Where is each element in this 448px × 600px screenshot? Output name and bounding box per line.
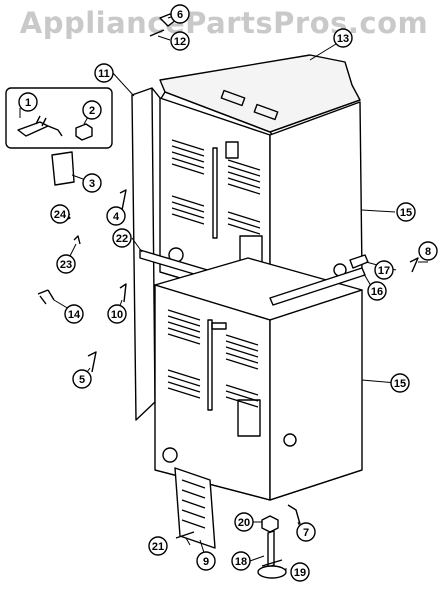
callout-10: 10 [107, 304, 127, 324]
svg-text:3: 3 [89, 178, 95, 190]
callout-24: 24 [50, 204, 70, 224]
access-panel [174, 467, 216, 549]
callout-6: 6 [170, 4, 190, 24]
svg-text:11: 11 [98, 68, 110, 80]
callout-8: 8 [418, 241, 438, 261]
svg-text:12: 12 [174, 36, 186, 48]
svg-text:13: 13 [337, 33, 349, 45]
watermark: AppliancePartsPros.com [19, 6, 429, 40]
svg-text:18: 18 [235, 556, 247, 568]
callout-21: 21 [148, 536, 168, 556]
svg-text:23: 23 [60, 259, 72, 271]
callout-2: 2 [82, 100, 102, 120]
svg-text:14: 14 [68, 309, 81, 321]
callout-18: 18 [231, 551, 251, 571]
callout-13: 13 [333, 28, 353, 48]
callout-7: 7 [296, 522, 316, 542]
callout-19: 19 [290, 562, 310, 582]
svg-text:2: 2 [89, 105, 95, 117]
lower-cabinet [154, 257, 363, 501]
callout-17: 17 [374, 260, 394, 280]
svg-text:17: 17 [378, 265, 390, 277]
callout-22: 22 [112, 228, 132, 248]
svg-text:4: 4 [113, 211, 120, 223]
upper-cabinet [159, 54, 363, 306]
latch [349, 254, 369, 269]
svg-text:22: 22 [116, 233, 128, 245]
svg-text:6: 6 [177, 9, 183, 21]
callout-16: 16 [367, 281, 387, 301]
callout-9: 9 [196, 551, 216, 571]
svg-text:7: 7 [303, 527, 309, 539]
svg-text:5: 5 [79, 374, 85, 386]
callout-14: 14 [64, 304, 84, 324]
callout-5: 5 [72, 369, 92, 389]
callouts: 6 12 13 11 1 2 3 15 4 24 22 8 23 17 16 1… [18, 4, 438, 582]
mounting-plate [51, 151, 75, 186]
callout-15b: 15 [390, 373, 410, 393]
callout-23: 23 [56, 254, 76, 274]
callout-3: 3 [82, 173, 102, 193]
callout-11: 11 [94, 63, 114, 83]
callout-1: 1 [18, 92, 38, 112]
callout-20: 20 [234, 512, 254, 532]
svg-text:9: 9 [203, 556, 209, 568]
svg-text:1: 1 [25, 97, 31, 109]
callout-4: 4 [106, 206, 126, 226]
svg-text:20: 20 [238, 517, 250, 529]
svg-text:21: 21 [152, 541, 164, 553]
svg-text:15: 15 [400, 207, 412, 219]
callout-12: 12 [170, 31, 190, 51]
svg-text:8: 8 [425, 246, 431, 258]
svg-text:10: 10 [111, 309, 123, 321]
svg-text:19: 19 [294, 567, 306, 579]
svg-text:24: 24 [54, 209, 67, 221]
callout-15a: 15 [396, 202, 416, 222]
svg-text:15: 15 [394, 378, 406, 390]
svg-text:16: 16 [371, 286, 383, 298]
